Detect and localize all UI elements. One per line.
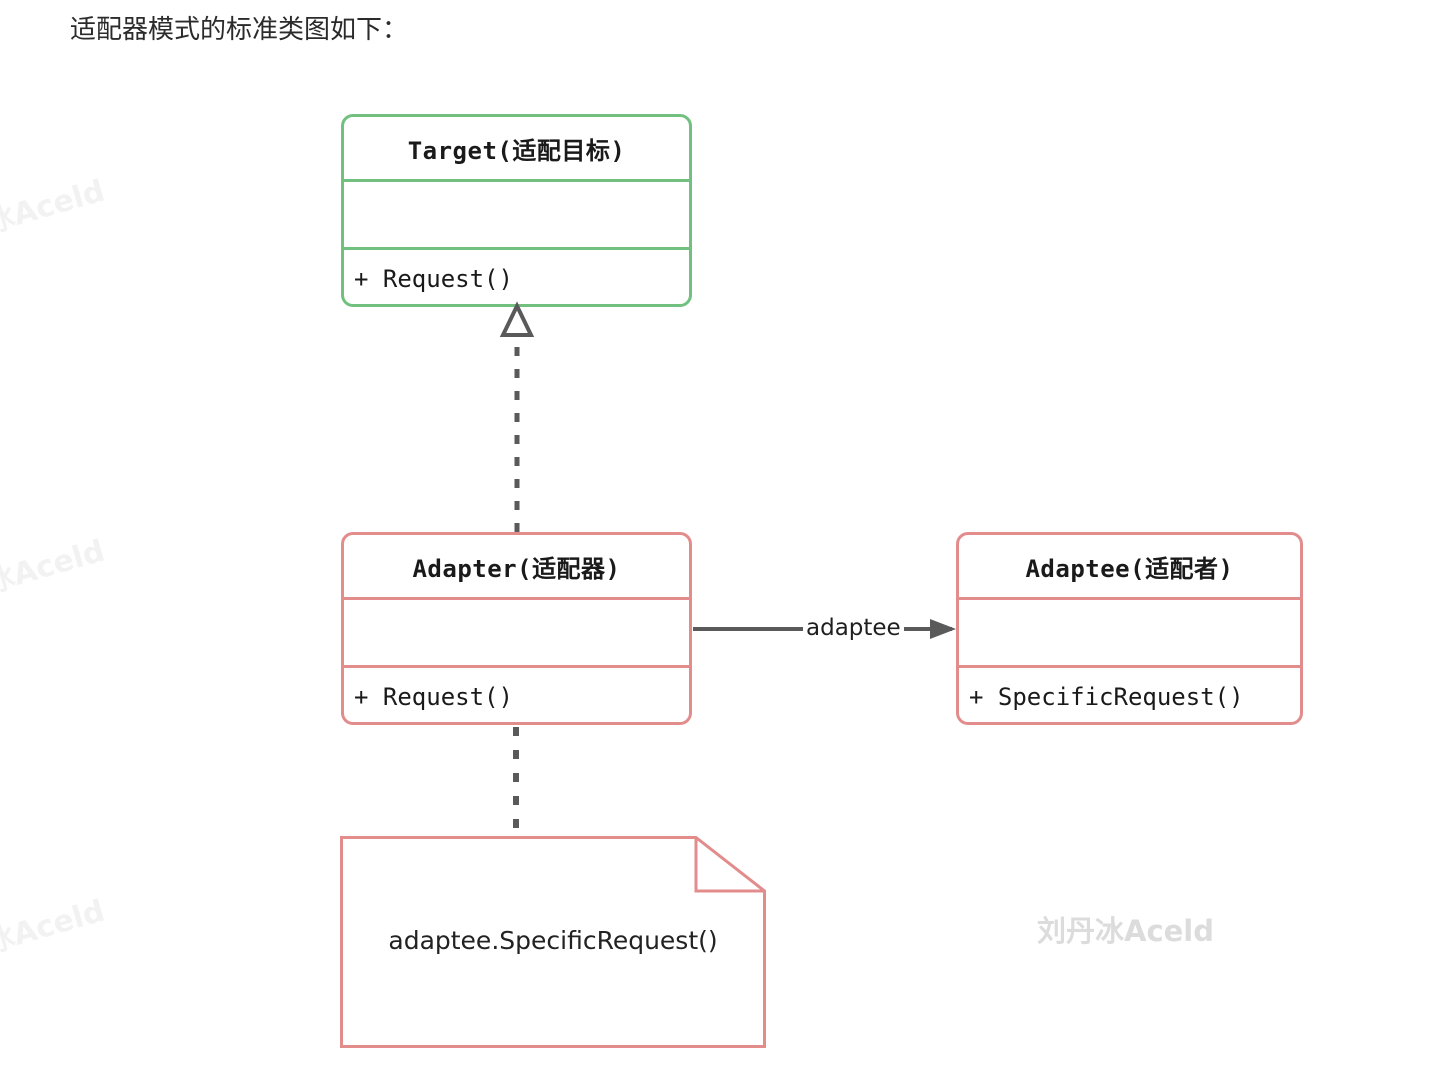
class-attributes-adapter xyxy=(344,597,689,665)
class-name-adapter: Adapter(适配器) xyxy=(412,554,621,583)
class-method-adaptee: + SpecificRequest() xyxy=(959,665,1300,722)
relation-label-adaptee: adaptee xyxy=(803,615,904,641)
class-method-adapter: + Request() xyxy=(344,665,689,722)
note-box-adapter[interactable]: adaptee.SpecificRequest() xyxy=(340,836,766,1048)
class-box-adaptee[interactable]: Adaptee(适配者) + SpecificRequest() xyxy=(956,532,1303,725)
note-text: adaptee.SpecificRequest() xyxy=(388,926,718,955)
watermark-edge: 冰Aceld xyxy=(0,533,109,602)
class-attributes-adaptee xyxy=(959,597,1300,665)
class-attributes-target xyxy=(344,179,689,247)
watermark-edge: 冰Aceld xyxy=(0,173,109,242)
relation-realization xyxy=(499,301,535,532)
class-method-target: + Request() xyxy=(344,247,689,304)
class-name-target: Target(适配目标) xyxy=(407,136,626,165)
watermark-edge: 冰Aceld xyxy=(0,893,109,962)
watermark-main: 刘丹冰Aceld xyxy=(1037,914,1215,948)
class-name-adaptee: Adaptee(适配者) xyxy=(1025,554,1234,583)
page-title: 适配器模式的标准类图如下： xyxy=(70,15,409,45)
class-box-adapter[interactable]: Adapter(适配器) + Request() xyxy=(341,532,692,725)
note-shape xyxy=(340,836,766,1048)
class-box-target[interactable]: Target(适配目标) + Request() xyxy=(341,114,692,307)
